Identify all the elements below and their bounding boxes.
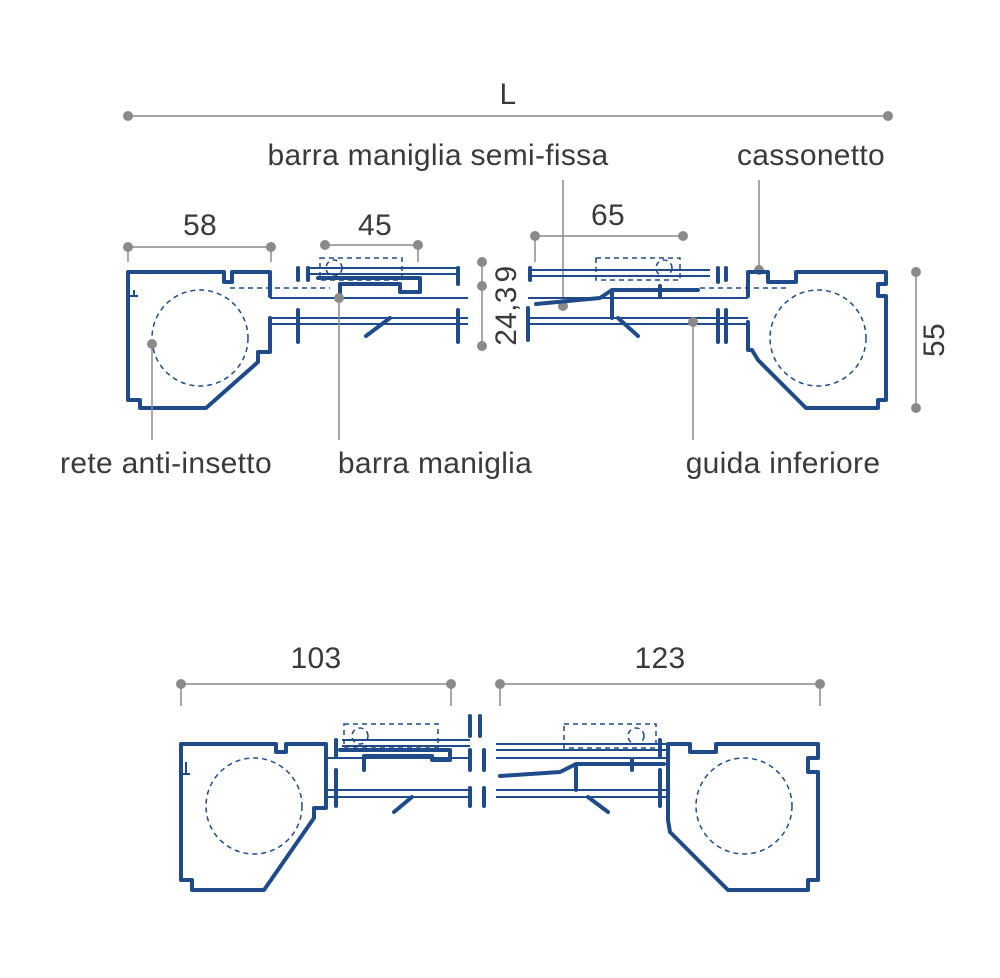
dimension-total-width: L — [123, 78, 893, 121]
dimension-box-width: 58 — [123, 209, 276, 262]
dimension-heights-middle: 9 24,3 — [477, 257, 523, 351]
dimension-label-box-width: 58 — [183, 209, 217, 242]
dimension-label-middle-height: 24,3 — [490, 286, 523, 346]
label-lower-guide: guida inferiore — [686, 447, 881, 480]
dimension-handle-bar-width: 45 — [320, 209, 423, 262]
dimension-label-semi-fixed-width: 65 — [591, 199, 625, 232]
label-semi-fixed-handle-bar: barra maniglia semi-fissa — [268, 139, 609, 172]
label-handle-bar: barra maniglia — [338, 447, 532, 480]
top-section-profile — [126, 257, 888, 410]
dimension-total-height: 55 — [911, 267, 951, 413]
label-insect-net: rete anti-insetto — [60, 447, 272, 480]
label-box: cassonetto — [737, 139, 885, 172]
dimension-label-total-width: L — [500, 78, 517, 111]
dimension-label-right-assembly: 123 — [635, 642, 686, 675]
dimension-label-total-height: 55 — [918, 323, 951, 357]
dimension-right-assembly: 123 — [495, 642, 825, 706]
leader-lines-bottom — [147, 293, 698, 440]
dimension-semi-fixed-width: 65 — [530, 199, 688, 262]
dimension-left-assembly: 103 — [176, 642, 456, 706]
dimension-label-small-height: 9 — [490, 266, 523, 283]
dimension-label-handle-bar-width: 45 — [358, 209, 392, 242]
bottom-section-profile — [179, 714, 820, 892]
dimension-label-left-assembly: 103 — [291, 642, 342, 675]
